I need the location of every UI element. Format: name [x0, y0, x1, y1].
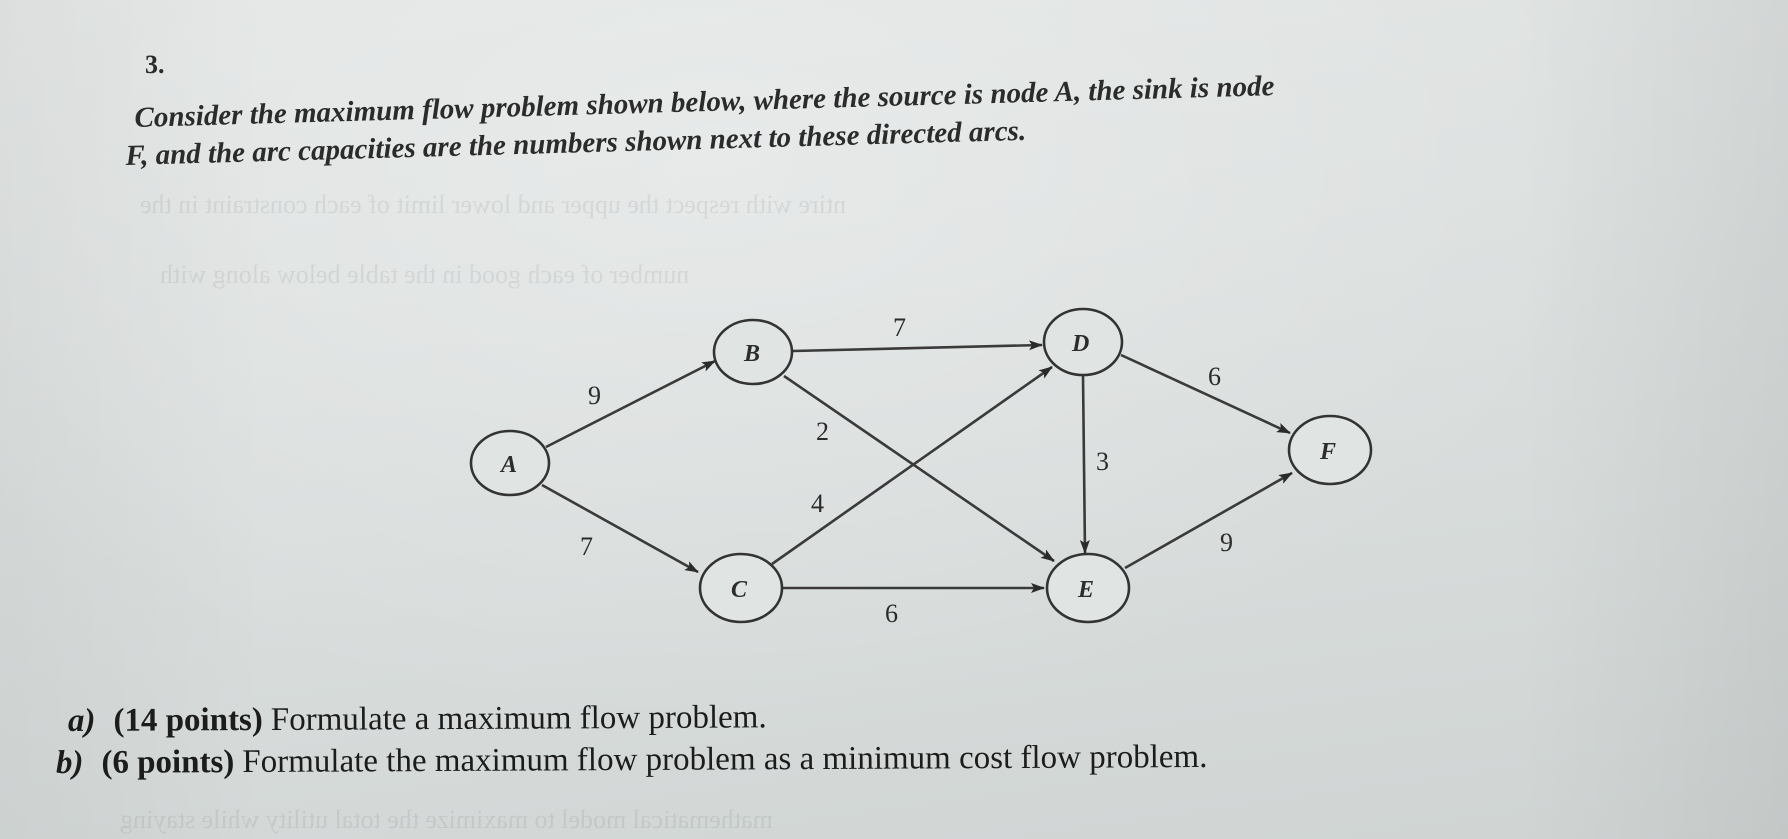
part-a: a) (14 points)Formulate a maximum flow pr… — [68, 699, 767, 740]
capacity-c-d: 4 — [811, 489, 824, 518]
arc-a-b — [545, 359, 716, 449]
node-d — [1042, 307, 1124, 377]
node-f — [1287, 414, 1373, 486]
part-b-tag: b) — [55, 744, 84, 781]
node-d-label: D — [1071, 331, 1089, 357]
part-a-tag: a) — [67, 702, 96, 739]
capacity-c-e: 6 — [885, 599, 898, 628]
node-f-label: F — [1319, 439, 1336, 465]
capacity-d-e: 3 — [1096, 447, 1109, 476]
node-c — [698, 552, 784, 624]
arc-a-c — [541, 483, 699, 574]
node-e — [1045, 552, 1131, 624]
part-a-text: Formulate a maximum flow problem. — [270, 699, 767, 738]
part-a-points: (14 points) — [113, 701, 263, 739]
node-a — [469, 429, 551, 497]
part-b-points: (6 points) — [101, 744, 235, 781]
part-b: b) (6 points)Formulate the maximum flow p… — [56, 739, 1208, 782]
node-c-label: C — [731, 577, 748, 603]
capacity-a-c: 7 — [580, 532, 593, 561]
node-b-label: B — [743, 341, 760, 367]
capacity-a-b: 9 — [588, 381, 601, 410]
arc-c-d — [771, 365, 1053, 566]
arc-b-e — [783, 374, 1055, 563]
node-b — [712, 318, 794, 386]
capacity-d-f: 6 — [1208, 362, 1221, 391]
part-b-text: Formulate the maximum flow problem as a … — [242, 738, 1208, 781]
arc-b-d — [792, 340, 1043, 353]
arc-d-f — [1120, 353, 1291, 435]
capacity-b-d: 7 — [893, 313, 906, 342]
capacity-e-f: 9 — [1220, 528, 1233, 557]
capacity-b-e: 2 — [816, 417, 829, 446]
question-number: 3. — [145, 50, 165, 79]
node-a-label: A — [499, 452, 517, 478]
arc-e-f — [1124, 471, 1293, 570]
arc-d-e — [1079, 375, 1090, 554]
node-e-label: E — [1077, 577, 1094, 603]
